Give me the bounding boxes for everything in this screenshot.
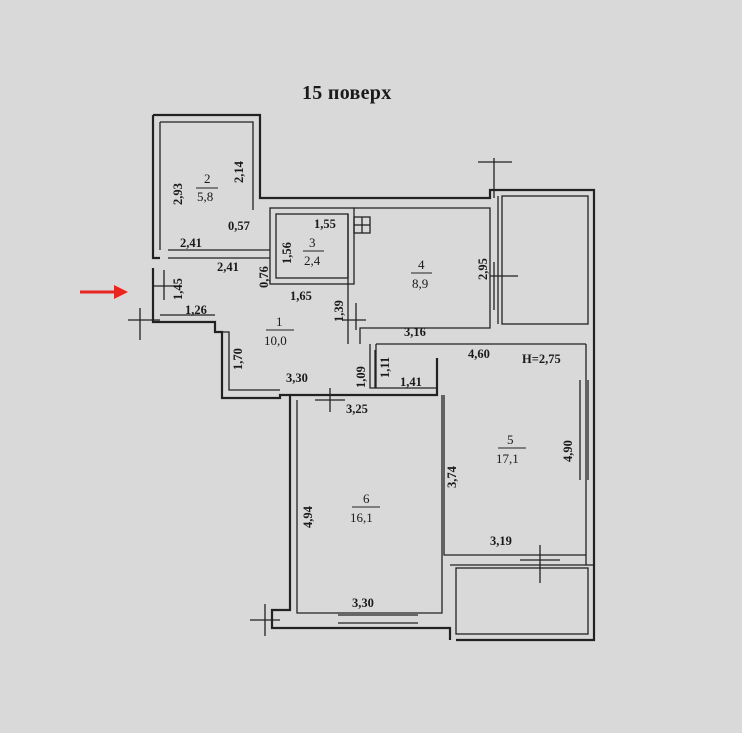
room-5-area: 17,1 [496, 451, 519, 466]
dim-3-74: 3,74 [445, 465, 459, 488]
room-2-area: 5,8 [197, 189, 213, 204]
dim-1-70: 1,70 [231, 348, 245, 370]
dim-1-41: 1,41 [400, 375, 422, 389]
room-3-number: 3 [309, 235, 316, 250]
dim-2-93: 2,93 [171, 183, 185, 205]
room-3-area: 2,4 [304, 253, 321, 268]
openings [128, 158, 589, 636]
dim-2-41-top: 2,41 [180, 236, 202, 250]
dim-0-57: 0,57 [228, 219, 250, 233]
dim-1-65: 1,65 [290, 289, 312, 303]
dim-3-25: 3,25 [346, 402, 368, 416]
dim-2-14: 2,14 [232, 160, 246, 183]
room-6-number: 6 [363, 491, 370, 506]
outer-walls [151, 113, 596, 642]
room-2-number: 2 [204, 171, 211, 186]
floor-title: 15 поверх [302, 82, 392, 104]
dim-4-90: 4,90 [561, 440, 575, 462]
dim-0-76: 0,76 [257, 266, 271, 288]
dim-1-56: 1,56 [280, 242, 294, 264]
dim-1-39: 1,39 [332, 300, 346, 322]
dim-2-95: 2,95 [476, 258, 490, 280]
ceiling-height-label: H=2,75 [522, 352, 561, 366]
room-5-number: 5 [507, 432, 514, 447]
dim-1-26: 1,26 [185, 303, 207, 317]
dim-1-55: 1,55 [314, 217, 336, 231]
dim-1-45: 1,45 [171, 278, 185, 300]
room-1-number: 1 [276, 314, 283, 329]
room-1-area: 10,0 [264, 333, 287, 348]
dim-3-16: 3,16 [404, 325, 426, 339]
dim-2-41-bottom: 2,41 [217, 260, 239, 274]
dim-1-09: 1,09 [354, 366, 368, 388]
dim-3-30-bottom: 3,30 [352, 596, 374, 610]
dim-1-11: 1,11 [378, 357, 392, 378]
room-4-number: 4 [418, 257, 425, 272]
dim-4-94: 4,94 [301, 505, 315, 528]
entry-arrow [80, 285, 128, 299]
dim-3-19: 3,19 [490, 534, 512, 548]
interior-walls [168, 195, 594, 635]
dimension-labels: 2,93 2,14 0,57 2,41 2,41 1,55 1,56 0,76 … [171, 160, 575, 610]
dim-4-60: 4,60 [468, 347, 490, 361]
dim-3-30-top: 3,30 [286, 371, 308, 385]
room-labels: 2 5,8 3 2,4 4 8,9 1 10,0 5 17,1 6 16,1 H… [196, 171, 561, 525]
room-6-area: 16,1 [350, 510, 373, 525]
room-4-area: 8,9 [412, 276, 428, 291]
